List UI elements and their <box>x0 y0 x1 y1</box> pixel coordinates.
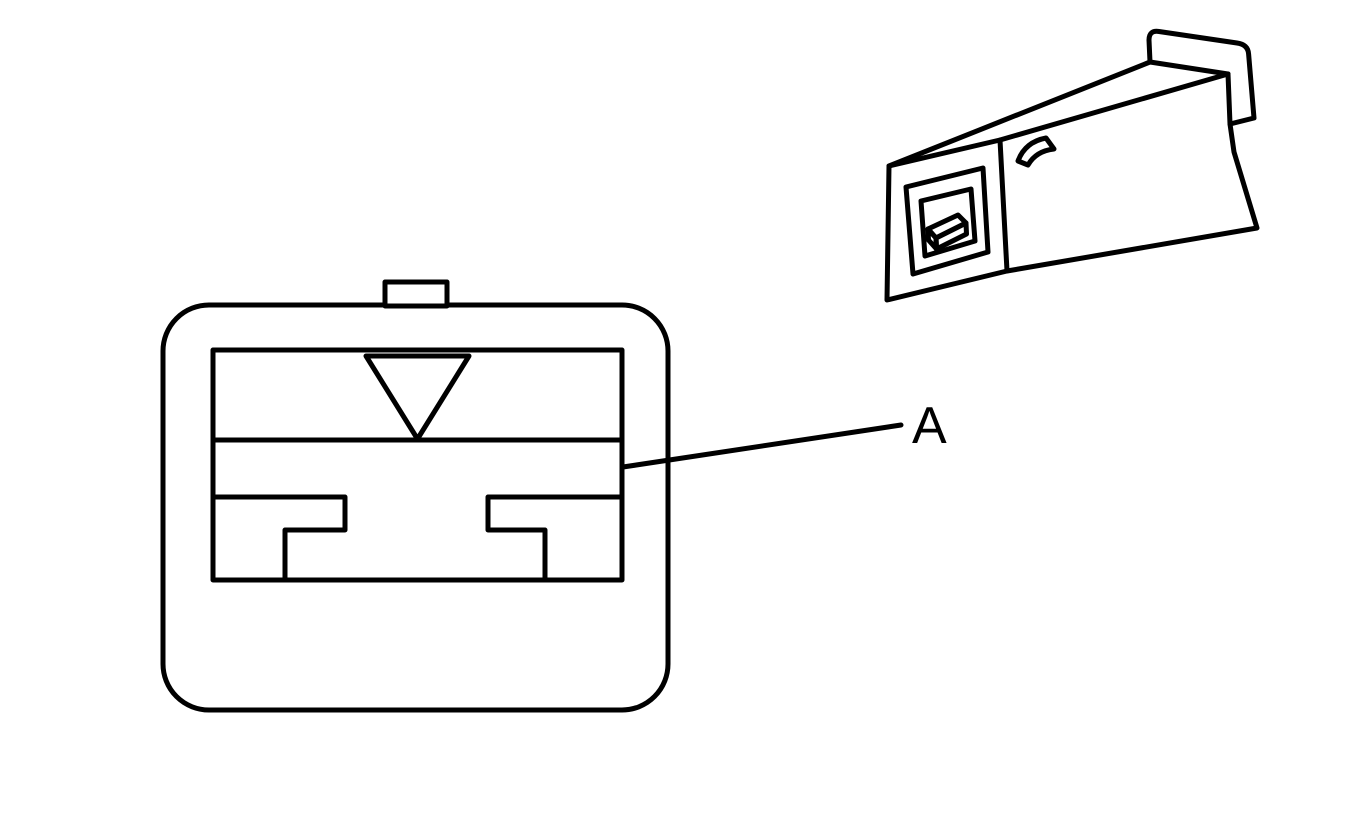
latch-inner-edge <box>1225 71 1233 127</box>
callout-label-a: A <box>912 397 947 455</box>
terminal-opening-outer <box>903 165 991 277</box>
callout-leader-line <box>620 422 904 470</box>
polarity-triangle <box>363 353 472 442</box>
connector-perspective-view <box>884 28 1260 303</box>
connector-front-view <box>160 279 904 713</box>
cavity-step-left <box>210 494 348 583</box>
cavity-step-right <box>485 494 625 583</box>
terminal-blade-front <box>933 220 969 252</box>
connector-top-tab <box>382 279 450 309</box>
latch-base-edge <box>1147 59 1231 77</box>
terminal-opening-inner <box>918 186 978 259</box>
top-bump-detail <box>1015 135 1057 168</box>
connector-body-outline <box>160 302 671 713</box>
housing-top-ridge <box>997 71 1231 143</box>
